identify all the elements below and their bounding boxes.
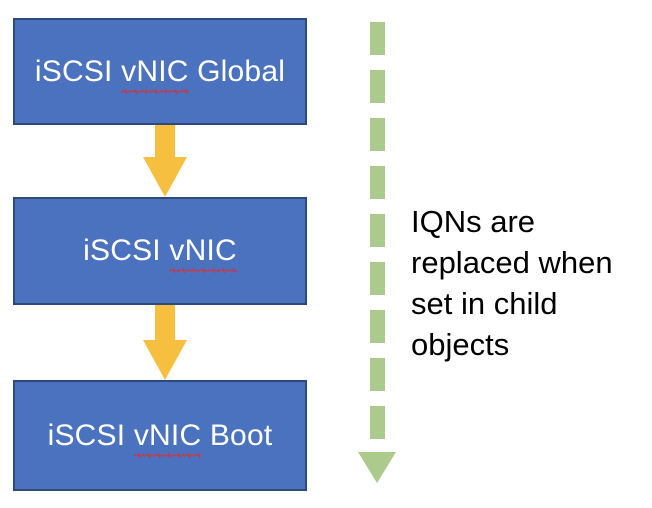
caption-line: IQNs are: [411, 204, 536, 239]
arrow-head: [143, 157, 187, 197]
arrow-shaft: [155, 125, 175, 161]
caption-line: replaced when: [411, 245, 613, 280]
spellcheck-underlined-word: vNIC: [121, 54, 190, 94]
process-box-iscsi-vnic-global[interactable]: iSCSI vNIC Global: [13, 18, 307, 125]
label-text-prefix: iSCSI: [47, 418, 134, 452]
process-box-label: iSCSI vNIC: [83, 234, 238, 273]
caption-line: set in child: [411, 286, 558, 321]
dash-segment: [370, 70, 385, 103]
process-box-iscsi-vnic[interactable]: iSCSI vNIC: [13, 197, 307, 305]
dash-segment: [370, 166, 385, 199]
process-box-label: iSCSI vNIC Boot: [47, 418, 273, 458]
dash-segment: [370, 406, 385, 439]
spellcheck-underlined-word: vNIC: [169, 234, 238, 273]
dash-segment: [370, 118, 385, 151]
label-text-suffix: Global: [188, 54, 286, 88]
dashed-arrow-down-icon-inheritance: [358, 22, 396, 484]
dash-segment: [370, 310, 385, 343]
arrow-shaft: [155, 305, 175, 343]
process-box-iscsi-vnic-boot[interactable]: iSCSI vNIC Boot: [13, 380, 307, 491]
dash-segment: [370, 262, 385, 295]
caption-text-block: IQNs are replaced when set in child obje…: [411, 201, 643, 365]
caption-line: objects: [411, 327, 510, 362]
dash-segment: [370, 22, 385, 55]
label-text-prefix: iSCSI: [34, 54, 122, 88]
process-box-label: iSCSI vNIC Global: [34, 54, 286, 94]
spellcheck-underlined-word: vNIC: [133, 418, 202, 458]
flow-arrow-down-icon-global-to-vnic: [143, 125, 187, 197]
arrow-head: [358, 452, 396, 483]
dash-segment: [370, 214, 385, 247]
arrow-head: [143, 340, 187, 380]
label-text-suffix: Boot: [201, 418, 273, 452]
flow-arrow-down-icon-vnic-to-boot: [143, 305, 187, 380]
dash-segment: [370, 358, 385, 391]
label-text-prefix: iSCSI: [83, 234, 170, 267]
